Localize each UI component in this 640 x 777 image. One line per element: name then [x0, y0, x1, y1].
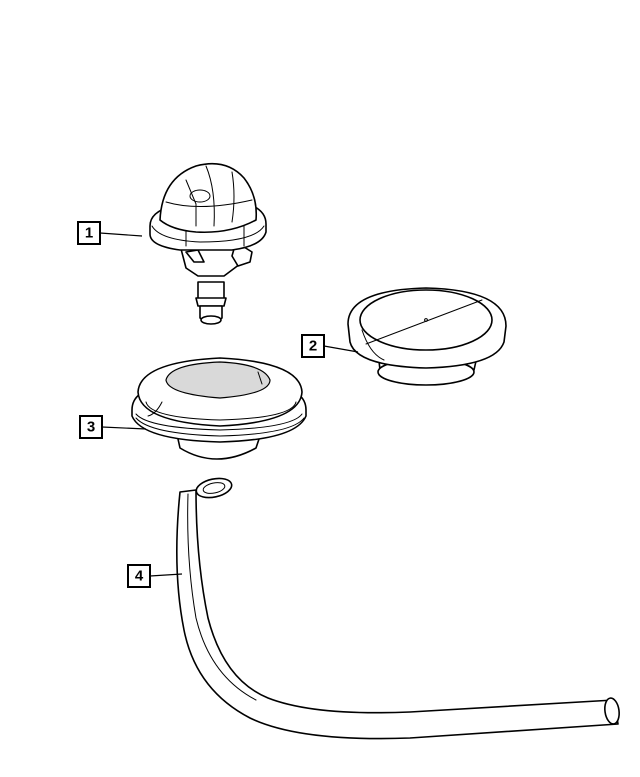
- callout-3: 3: [79, 415, 147, 439]
- grommet-plug: [347, 287, 507, 386]
- callout-number-4: 4: [135, 568, 144, 585]
- callout-number-1: 1: [85, 225, 93, 242]
- callout-box-1: [77, 221, 101, 245]
- callout-4: 4: [127, 564, 183, 588]
- callout-box-3: [79, 415, 103, 439]
- grommet-seal: [131, 357, 307, 460]
- callout-number-3: 3: [87, 419, 95, 436]
- callout-box-2: [301, 334, 325, 358]
- callout-number-2: 2: [309, 338, 317, 355]
- washer-hose: [176, 477, 620, 740]
- leader-line-3: [101, 426, 147, 430]
- leader-line-1: [99, 232, 143, 237]
- leader-line-4: [149, 573, 183, 577]
- callout-1: 1: [77, 221, 143, 245]
- leader-line-2: [323, 345, 359, 353]
- washer-nozzle: [149, 162, 267, 325]
- callout-box-4: [127, 564, 151, 588]
- callout-2: 2: [301, 334, 359, 358]
